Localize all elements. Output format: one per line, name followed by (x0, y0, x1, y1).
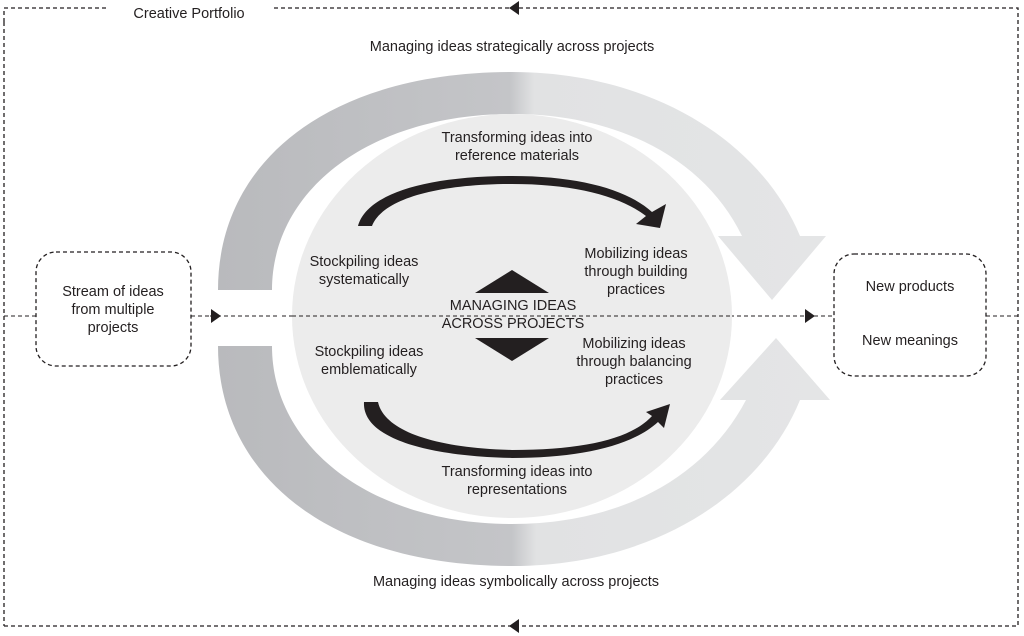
strategic-arc-label-text: Managing ideas strategically across proj… (369, 39, 655, 55)
strategic-arc-label: Managing ideas strategically across proj… (370, 38, 655, 56)
label-line: representations (467, 482, 567, 498)
strategic-arc-band (218, 72, 826, 300)
frame-top-left-segment (3, 7, 106, 22)
label-line: Mobilizing ideas (582, 336, 686, 352)
label-line: Mobilizing ideas (584, 246, 688, 262)
representations-label: Transforming ideas into representations (442, 463, 593, 499)
label-line: practices (604, 372, 664, 388)
center-title-line: ACROSS PROJECTS (441, 316, 585, 332)
frame-bottom (4, 316, 1019, 627)
symbolic-arc-label-text: Managing ideas symbolically across proje… (372, 574, 660, 590)
label-line: Stockpiling ideas (309, 254, 419, 270)
label-line: reference materials (454, 148, 580, 164)
mobilizing-building-label: Mobilizing ideas through building practi… (584, 245, 687, 299)
output-line: New products (865, 279, 955, 295)
label-line: Transforming ideas into (441, 464, 593, 480)
label-line: through balancing (576, 354, 692, 370)
output-box (833, 253, 987, 377)
label-line: Transforming ideas into (441, 130, 593, 146)
label-line: practices (606, 282, 666, 298)
frame-title: Creative Portfolio (129, 5, 249, 23)
representations-arrow (363, 402, 670, 458)
label-line: through building (584, 264, 688, 280)
stockpiling-emblematically-label: Stockpiling ideas emblematically (315, 343, 424, 379)
output-arrow-icon (805, 309, 815, 323)
output-new-products: New products (866, 278, 955, 296)
reference-materials-arrow (358, 176, 666, 228)
portfolio-frame (3, 7, 1019, 627)
strategic-arc (218, 72, 826, 300)
output-line: New meanings (862, 333, 958, 349)
input-line: projects (87, 320, 139, 336)
label-line: systematically (318, 272, 410, 288)
frame-bottom-arrow-icon (509, 619, 519, 633)
input-box-label: Stream of ideas from multiple projects (62, 283, 164, 337)
center-title-line: MANAGING IDEAS (449, 298, 577, 314)
input-arrow-icon (211, 309, 221, 323)
frame-title-text: Creative Portfolio (133, 6, 245, 22)
stockpiling-systematically-label: Stockpiling ideas systematically (310, 253, 419, 289)
input-box (35, 251, 192, 367)
label-line: Stockpiling ideas (314, 344, 424, 360)
symbolic-arc-label: Managing ideas symbolically across proje… (373, 573, 659, 591)
center-title: MANAGING IDEAS ACROSS PROJECTS (442, 297, 585, 333)
symbolic-arc-band (218, 338, 830, 566)
label-line: emblematically (321, 362, 417, 378)
symbolic-arc (218, 338, 830, 566)
reference-materials-label: Transforming ideas into reference materi… (442, 129, 593, 165)
input-line: Stream of ideas (62, 284, 164, 300)
mobilizing-balancing-label: Mobilizing ideas through balancing pract… (576, 335, 691, 389)
frame-top-arrow-icon (509, 1, 519, 15)
arc-gap (210, 290, 280, 346)
output-new-meanings: New meanings (862, 332, 958, 350)
frame-top-right-segment (274, 7, 1019, 316)
input-line: from multiple (71, 302, 155, 318)
up-triangle-icon (475, 270, 549, 293)
down-triangle-icon (475, 338, 549, 361)
